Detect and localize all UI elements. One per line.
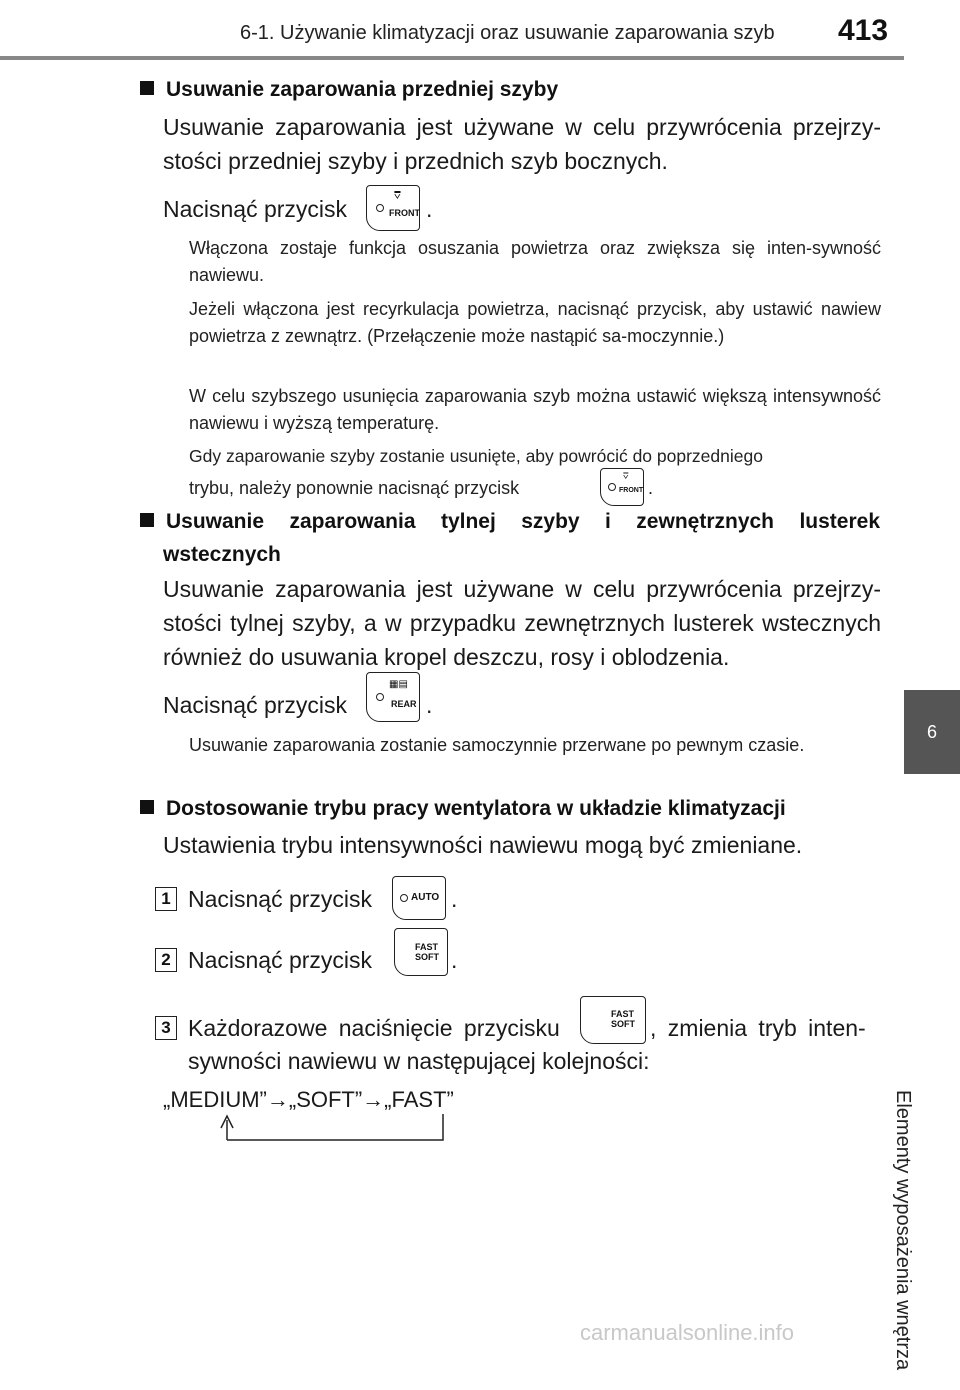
fast-soft-button: FAST SOFT — [394, 928, 448, 976]
auto-button: AUTO — [392, 876, 446, 920]
front-note-4a: Gdy zaparowanie szyby zostanie usunięte,… — [189, 446, 763, 466]
rear-defogger-button: ▦▤ REAR — [366, 672, 420, 722]
bullet-square-icon — [140, 81, 154, 95]
step-number-3: 3 — [155, 1016, 177, 1040]
front-defog-paragraph: Usuwanie zaparowania jest używane w celu… — [163, 114, 881, 174]
section-heading-rear-defog: Usuwanie zaparowania tylnej szyby i zewn… — [140, 510, 880, 567]
defroster-icon: ⩢ — [394, 190, 401, 202]
step-3-text-b: , zmienia tryb inten- — [650, 1015, 866, 1041]
front-press-text: Nacisnąć przycisk — [163, 196, 348, 222]
rear-defog-paragraph: Usuwanie zaparowania jest używane w celu… — [163, 576, 881, 670]
front-note-2: Jeżeli włączona jest recyrkulacja powiet… — [189, 299, 881, 346]
mode-sequence: „MEDIUM”→„SOFT”→„FAST” — [163, 1087, 454, 1112]
running-header-title: 6-1. Używanie klimatyzacji oraz usuwanie… — [240, 22, 775, 44]
chapter-tab-label: Elementy wyposażenia wnętrza — [892, 1090, 914, 1371]
watermark: carmanualsonline.info — [580, 1320, 795, 1345]
rear-defogger-icon: ▦▤ — [389, 679, 408, 690]
step-number-1: 1 — [155, 887, 177, 911]
rear-note: Usuwanie zaparowania zostanie samoczynni… — [189, 735, 805, 755]
bullet-square-icon — [140, 800, 154, 814]
step-number-2: 2 — [155, 948, 177, 972]
step-3-text-c: sywności nawiewu w następującej kolejnoś… — [188, 1048, 650, 1074]
chapter-tab-number: 6 — [904, 690, 960, 774]
bullet-square-icon — [140, 513, 154, 527]
rear-press-text: Nacisnąć przycisk — [163, 692, 348, 718]
section-heading-fan-mode: Dostosowanie trybu pracy wentylatora w u… — [140, 797, 786, 821]
section-heading-front-defog: Usuwanie zaparowania przedniej szyby — [140, 78, 558, 102]
step-2-text: Nacisnąć przycisk — [188, 947, 373, 973]
front-note-1: Włączona zostaje funkcja osuszania powie… — [189, 238, 881, 285]
sequence-loop-arrow-icon — [220, 1114, 444, 1141]
fast-soft-button-step3: FAST SOFT — [580, 996, 646, 1044]
front-defroster-button-small: ⩢ FRONT — [600, 468, 644, 506]
defroster-icon: ⩢ — [623, 471, 629, 481]
front-note-3: W celu szybszego usunięcia zaparowania s… — [189, 386, 881, 433]
step-3-text-a: Każdorazowe naciśnięcie przycisku — [188, 1015, 560, 1041]
fan-mode-paragraph: Ustawienia trybu intensywności nawiewu m… — [163, 832, 803, 858]
front-defroster-button: ⩢ FRONT — [366, 185, 420, 231]
page-number: 413 — [838, 14, 889, 47]
header-rule — [0, 56, 904, 60]
front-note-4b: trybu, należy ponownie nacisnąć przycisk — [189, 478, 520, 498]
step-1-text: Nacisnąć przycisk — [188, 886, 373, 912]
